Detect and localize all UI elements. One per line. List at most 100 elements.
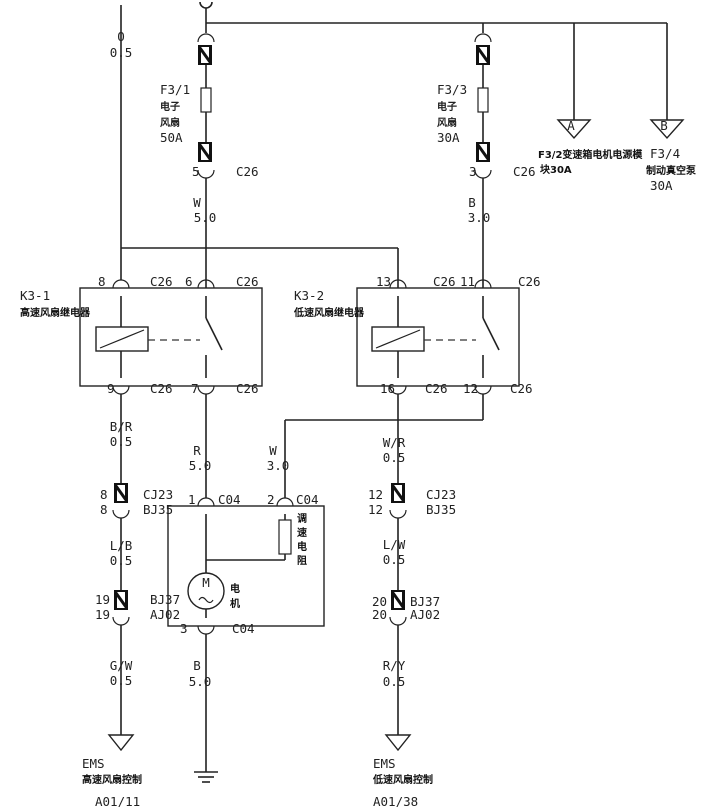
connector-label: C04 (232, 621, 255, 636)
wire-motor-feed: R 5.0 (189, 394, 212, 498)
wire-top-left: O 0.5 (110, 5, 133, 248)
connector-label: C26 (433, 274, 456, 289)
fan-icon (198, 596, 214, 604)
cross-feed-wire (121, 247, 399, 288)
power-bus (199, 1, 667, 24)
fuse-desc-label: 电子 (437, 100, 457, 113)
relay-id-label: K3-2 (294, 288, 324, 303)
relay-id-label: K3-1 (20, 288, 50, 303)
connector-label: CJ23 (426, 487, 456, 502)
branch-label: 制动真空泵 (646, 164, 697, 177)
branch-label: F3/2变速箱电机电源模 (538, 148, 643, 161)
wire-size-label: 0.5 (383, 450, 406, 465)
motor-label: 电 (230, 582, 240, 595)
branch-label: 30A (650, 178, 673, 193)
connector-label: AJ02 (410, 607, 440, 622)
wire-size-label: 5.0 (189, 674, 212, 689)
relay-k3-1: 8 C26 6 C26 9 C26 7 C26 K3-1 高速风扇继电器 (20, 248, 263, 396)
wire-color-label: B (193, 658, 201, 673)
fuse-id-label: F3/1 (160, 82, 190, 97)
pin-label: 19 (95, 607, 110, 622)
wire-size-label: 5.0 (189, 458, 212, 473)
motor-label: 机 (230, 597, 240, 610)
wire-size-label: 0.5 (383, 552, 406, 567)
connector-label: C04 (296, 492, 319, 507)
ems-pin-label: A01/11 (95, 794, 140, 807)
relay-name-label: 高速风扇继电器 (20, 306, 91, 319)
resistor-label: 调 (297, 512, 307, 525)
connector-label: C04 (218, 492, 241, 507)
connector-label: BJ37 (410, 594, 440, 609)
pin-label: 20 (372, 594, 387, 609)
fuse-f3-3: F3/3 电子 风扇 30A 3 C26 B 3.0 (437, 23, 536, 288)
resistor-label: 电 (297, 540, 307, 553)
wire-color-label: B (468, 195, 476, 210)
pin-label: 8 (100, 502, 108, 517)
wire-color-label: O (117, 29, 125, 44)
fuse-desc-label: 电子 (160, 100, 180, 113)
connector-label: CJ23 (143, 487, 173, 502)
connector-label: BJ37 (150, 592, 180, 607)
wire-color-label: B/R (110, 419, 133, 434)
connector-label: BJ35 (426, 502, 456, 517)
wire-color-label: W/R (383, 435, 406, 450)
wire-color-label: R (193, 443, 201, 458)
ems-desc-label: 低速风扇控制 (372, 773, 433, 786)
branch-marker: B (660, 118, 668, 133)
ems-pin-label: A01/38 (373, 794, 418, 807)
connector-label: C26 (150, 381, 173, 396)
pin-label: 3 (469, 164, 477, 179)
fuse-f3-1: F3/1 电子 风扇 50A 5 C26 W 5.0 (160, 23, 259, 288)
fuse-rating-label: 50A (160, 130, 183, 145)
branch-b: B F3/4 制动真空泵 30A (646, 23, 697, 193)
branch-marker: A (567, 118, 575, 133)
wire-size-label: 0.5 (110, 45, 133, 60)
connector-label: BJ35 (143, 502, 173, 517)
wire-color-label: L/B (110, 538, 133, 553)
wire-color-label: W (269, 443, 277, 458)
fuse-id-label: F3/3 (437, 82, 467, 97)
connector-label: C26 (513, 164, 536, 179)
connector-label: C26 (510, 381, 533, 396)
pin-label: 20 (372, 607, 387, 622)
resistor-label: 速 (297, 526, 307, 539)
pin-label: 12 (368, 502, 383, 517)
pin-label: 9 (107, 381, 115, 396)
pin-label: 8 (100, 487, 108, 502)
connector-label: C26 (236, 164, 259, 179)
relay-k3-2: 13 C26 11 C26 16 C26 12 C26 K3-2 低速风扇继电器 (293, 274, 541, 396)
pin-label: 7 (191, 381, 199, 396)
wire-resistor-feed: W 3.0 (267, 394, 484, 498)
wire-size-label: 5.0 (194, 210, 217, 225)
connector-label: C26 (425, 381, 448, 396)
wire-color-label: L/W (383, 537, 406, 552)
ems-label: EMS (82, 756, 105, 771)
connector-label: C26 (236, 381, 259, 396)
wire-color-label: W (193, 195, 201, 210)
branch-a: A F3/2变速箱电机电源模 块30A (538, 23, 643, 176)
pin-label: 19 (95, 592, 110, 607)
wire-size-label: 0.5 (383, 674, 406, 689)
wire-size-label: 0.5 (110, 553, 133, 568)
motor-symbol: M (202, 575, 210, 590)
pin-label: 16 (380, 381, 395, 396)
pin-label: 13 (376, 274, 391, 289)
connector-label: C26 (236, 274, 259, 289)
fuse-desc-label: 风扇 (160, 116, 180, 129)
motor-ground: B 5.0 (189, 634, 218, 783)
branch-label: 块30A (540, 163, 572, 176)
wire-size-label: 3.0 (267, 458, 290, 473)
wire-chain-right: W/R 0.5 12 12 CJ23 BJ35 L/W 0.5 20 20 BJ… (368, 394, 456, 807)
pin-label: 1 (188, 492, 196, 507)
ems-desc-label: 高速风扇控制 (82, 773, 142, 786)
pin-label: 3 (180, 621, 188, 636)
pin-label: 11 (460, 274, 475, 289)
connector-label: AJ02 (150, 607, 180, 622)
wire-size-label: 3.0 (468, 210, 491, 225)
motor-assembly: 1 C04 2 C04 3 C04 调 速 电 阻 M 电 机 (167, 492, 325, 636)
pin-label: 8 (98, 274, 106, 289)
connector-label: C26 (150, 274, 173, 289)
wire-size-label: 0.5 (110, 673, 133, 688)
ems-label: EMS (373, 756, 396, 771)
connector-label: C26 (518, 274, 541, 289)
